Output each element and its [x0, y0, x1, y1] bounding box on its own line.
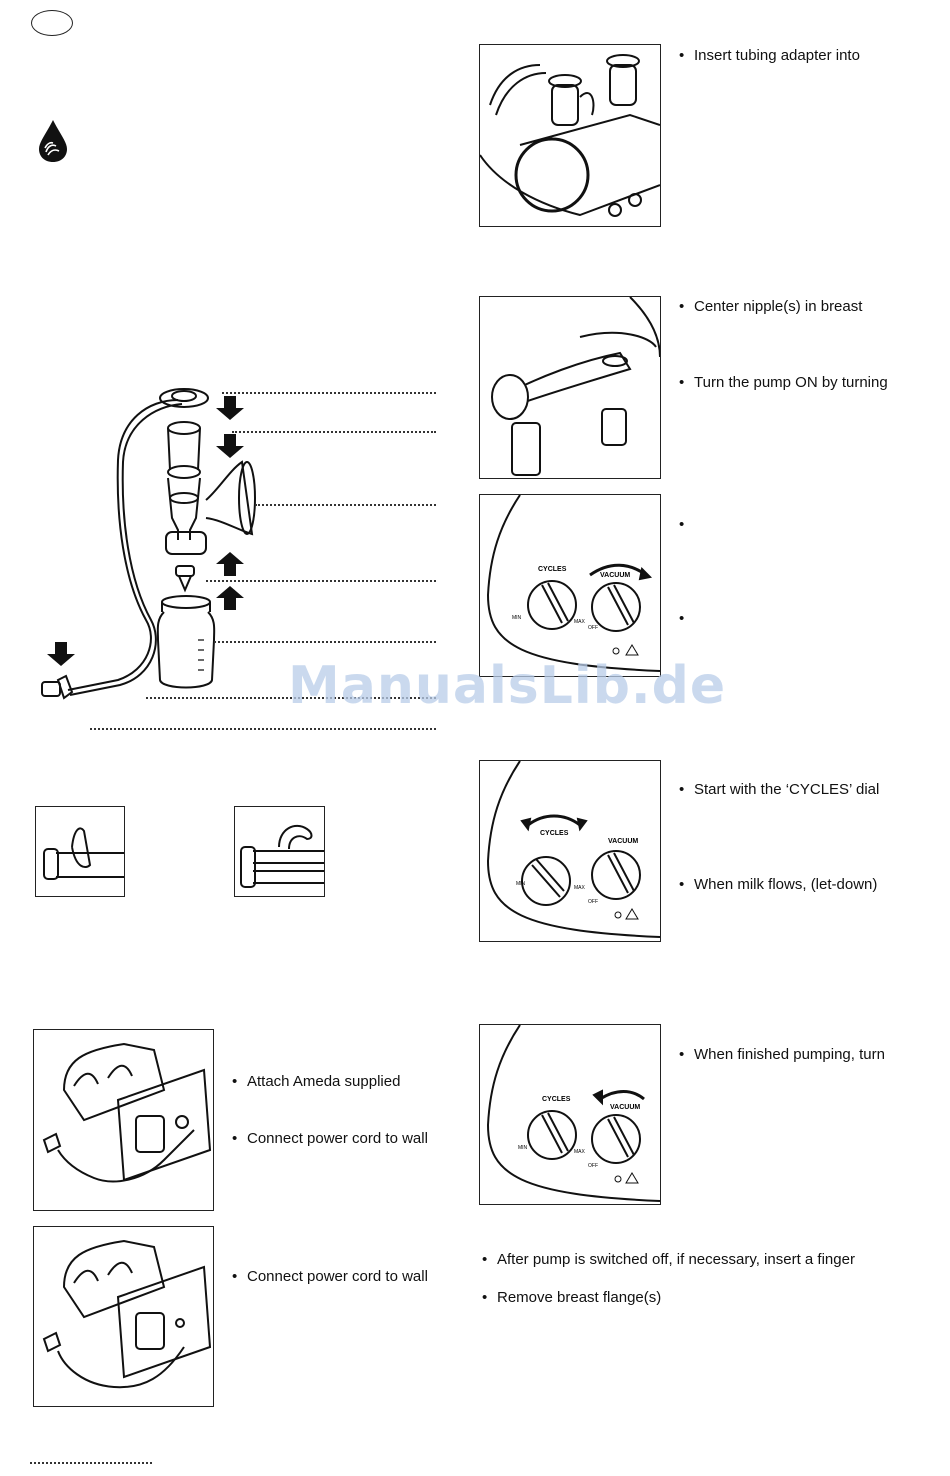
- instruction-turn-on: Turn the pump ON by turning: [679, 374, 888, 392]
- instruction-finished: When finished pumping, turn: [679, 1046, 885, 1064]
- ac-adapter-figure: [33, 1029, 214, 1211]
- instruction-bullet-empty-2: [679, 610, 694, 628]
- instruction-center-nipple: Center nipple(s) in breast: [679, 298, 862, 316]
- dials-cycles-figure: CYCLES VACUUM MIN MAX OFF: [479, 760, 661, 942]
- instruction-connect-wall-2: Connect power cord to wall: [232, 1268, 428, 1286]
- breast-pump-assembly-diagram: [28, 380, 448, 740]
- svg-text:MIN: MIN: [518, 1145, 528, 1151]
- leader-line: [90, 728, 436, 730]
- dials-vacuum-on-figure: CYCLES VACUUM MIN MAX OFF: [479, 494, 661, 677]
- instruction-after-off: After pump is switched off, if necessary…: [482, 1251, 855, 1269]
- adapter-single-figure: [35, 806, 125, 897]
- cycles-label: CYCLES: [538, 566, 567, 573]
- leader-line: [214, 641, 436, 643]
- svg-text:VACUUM: VACUUM: [608, 838, 638, 845]
- language-badge: [31, 10, 73, 36]
- svg-text:CYCLES: CYCLES: [542, 1096, 571, 1103]
- svg-text:OFF: OFF: [588, 899, 598, 905]
- wash-hands-icon: [36, 118, 70, 164]
- svg-text:OFF: OFF: [588, 625, 598, 631]
- svg-text:MIN: MIN: [512, 615, 522, 621]
- power-cord-figure: [33, 1226, 214, 1407]
- svg-text:VACUUM: VACUUM: [610, 1104, 640, 1111]
- svg-text:MIN: MIN: [516, 881, 526, 887]
- leader-line: [206, 580, 436, 582]
- instruction-remove-flange: Remove breast flange(s): [482, 1289, 661, 1307]
- center-nipple-figure: [479, 296, 661, 479]
- instruction-bullet-empty-1: [679, 516, 694, 534]
- leader-line: [146, 697, 436, 699]
- svg-text:MAX: MAX: [574, 619, 586, 625]
- instruction-start-cycles: Start with the ‘CYCLES’ dial: [679, 781, 879, 799]
- svg-text:MAX: MAX: [574, 1149, 586, 1155]
- svg-text:MAX: MAX: [574, 885, 586, 891]
- footer-dotted-line: [30, 1462, 152, 1464]
- adapter-double-figure: [234, 806, 325, 897]
- leader-line: [255, 504, 436, 506]
- leader-line: [232, 431, 436, 433]
- watermark: ManualsLib.de: [288, 656, 727, 716]
- leader-line: [222, 392, 436, 394]
- vacuum-label: VACUUM: [600, 572, 630, 579]
- dials-off-figure: CYCLES VACUUM MIN MAX OFF: [479, 1024, 661, 1205]
- instruction-milk-flows: When milk flows, (let-down): [679, 876, 877, 894]
- instruction-connect-wall-1: Connect power cord to wall: [232, 1130, 428, 1148]
- instruction-tubing-adapter: Insert tubing adapter into: [679, 47, 860, 65]
- svg-text:CYCLES: CYCLES: [540, 830, 569, 837]
- tubing-adapter-figure: [479, 44, 661, 227]
- svg-text:OFF: OFF: [588, 1163, 598, 1169]
- instruction-attach-adapter: Attach Ameda supplied: [232, 1073, 400, 1091]
